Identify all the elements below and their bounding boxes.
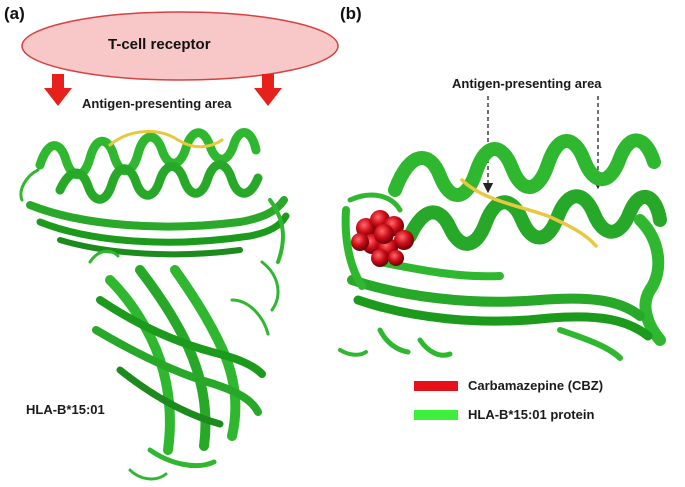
t-cell-receptor-ellipse: [21, 11, 339, 81]
legend-item-cbz: Carbamazepine (CBZ): [414, 378, 603, 393]
hla-protein-structure-b: [338, 133, 667, 361]
t-cell-receptor-label: T-cell receptor: [108, 36, 211, 53]
red-arrow-left-icon: [44, 74, 72, 106]
legend-label-cbz: Carbamazepine (CBZ): [468, 378, 604, 393]
red-arrow-right-icon: [254, 74, 282, 106]
legend-swatch-green: [414, 409, 458, 420]
panel-a-label: (a): [4, 4, 25, 23]
hla-b-1501-label: HLA-B*15:01: [26, 402, 105, 417]
panel-b-label: (b): [340, 4, 362, 23]
antigen-presenting-area-label-a: Antigen-presenting area: [82, 96, 232, 111]
legend-swatch-red: [414, 380, 458, 391]
legend-item-protein: HLA-B*15:01 protein: [414, 407, 603, 422]
legend-label-protein: HLA-B*15:01 protein: [468, 407, 595, 422]
carbamazepine-ligand: [351, 210, 414, 267]
legend: Carbamazepine (CBZ) HLA-B*15:01 protein: [414, 378, 603, 422]
hla-protein-structure-a: [19, 128, 290, 481]
antigen-presenting-area-label-b: Antigen-presenting area: [452, 76, 602, 91]
